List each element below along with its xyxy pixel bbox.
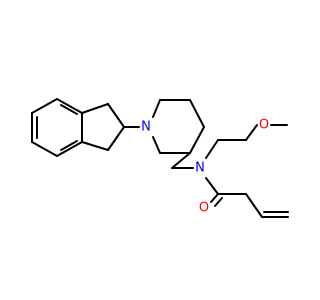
bond: [56, 141, 83, 157]
piperidine-ring: [152, 99, 205, 154]
molecule-structure: N N O O: [31, 98, 289, 218]
bond: [189, 99, 205, 128]
double-bond-inner: [60, 140, 78, 151]
bond: [31, 141, 58, 157]
bond: [245, 124, 258, 141]
bond: [205, 139, 219, 159]
atom-label-n-amide: N: [195, 161, 205, 176]
bond: [152, 136, 161, 154]
carbonyl-bond: [210, 193, 219, 203]
atom-label-o-ether: O: [259, 118, 269, 133]
butenamide-chain: [205, 177, 289, 218]
bond: [56, 98, 83, 114]
bond: [107, 126, 125, 151]
carbonyl-bond-second: [214, 197, 223, 207]
bond: [31, 98, 58, 114]
bond: [107, 103, 125, 128]
bond: [81, 141, 109, 151]
bond: [171, 152, 191, 169]
indane-benzene-ring: [31, 98, 83, 157]
indane-five-ring: [81, 103, 125, 151]
bond: [205, 177, 219, 195]
double-bond-inner: [60, 104, 78, 115]
bond: [152, 99, 161, 118]
methoxyethyl-chain: [205, 124, 288, 159]
atom-label-o-carbonyl: O: [199, 201, 209, 216]
bond: [189, 126, 205, 154]
atom-label-n-piperidine: N: [141, 120, 151, 135]
bond: [81, 103, 109, 114]
bond: [245, 193, 263, 218]
